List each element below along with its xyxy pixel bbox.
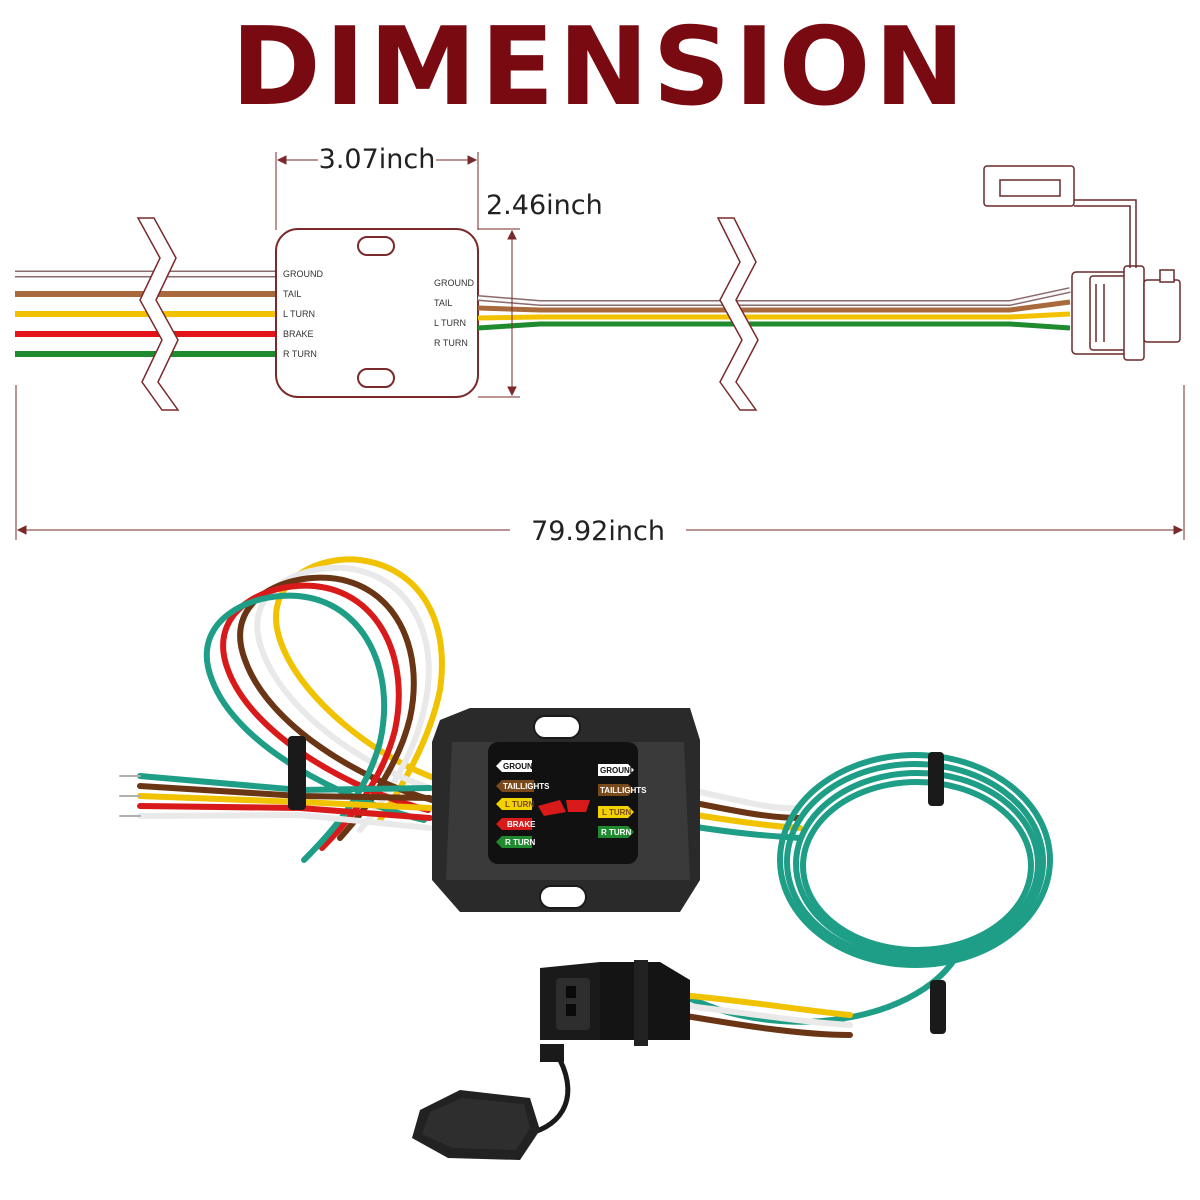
dimension-width [275, 152, 479, 230]
svg-text:BRAKE: BRAKE [283, 329, 314, 339]
flat-plug [540, 960, 690, 1062]
zip-tie-left [288, 736, 306, 810]
svg-text:R TURN: R TURN [434, 338, 468, 348]
svg-text:GROUND: GROUND [283, 269, 323, 279]
box-labels-left: GROUND TAIL L TURN BRAKE R TURN [283, 269, 323, 359]
svg-text:GROUND: GROUND [503, 762, 539, 771]
connector-cap [983, 165, 1137, 268]
break-mark-left [136, 217, 180, 411]
dimension-height [478, 228, 520, 398]
module-outline [275, 228, 479, 398]
svg-text:GROUND: GROUND [600, 766, 636, 775]
svg-text:R TURN: R TURN [505, 838, 535, 847]
panel-labels-left: GROUND TAILLIGHTS L TURN BRAKE R TURN [496, 760, 550, 848]
svg-text:L TURN: L TURN [602, 808, 631, 817]
brand-logo [538, 800, 590, 816]
output-wire-coil [678, 752, 1053, 1025]
module-body [432, 708, 700, 912]
svg-text:TAILLIGHTS: TAILLIGHTS [503, 782, 550, 791]
svg-text:GROUND: GROUND [434, 278, 474, 288]
connector-plug [1071, 265, 1181, 361]
width-label: 3.07inch [319, 144, 436, 175]
svg-text:TAIL: TAIL [434, 298, 452, 308]
dimension-length [15, 385, 1185, 540]
plug-wires [677, 992, 853, 1038]
svg-text:L TURN: L TURN [283, 309, 315, 319]
svg-text:TAIL: TAIL [283, 289, 301, 299]
svg-text:L TURN: L TURN [505, 800, 534, 809]
panel-labels-right: GROUND TAILLIGHTS L TURN R TURN [598, 764, 647, 838]
input-wire-coil [203, 556, 445, 863]
svg-text:TAILLIGHTS: TAILLIGHTS [600, 786, 647, 795]
svg-text:R TURN: R TURN [601, 828, 631, 837]
svg-text:L TURN: L TURN [434, 318, 466, 328]
dust-cap [412, 1058, 571, 1160]
svg-text:BRAKE: BRAKE [507, 820, 536, 829]
zip-tie-top [928, 752, 944, 806]
length-label: 79.92inch [531, 516, 665, 547]
output-wires [477, 287, 1071, 331]
zip-tie-bottom [930, 980, 946, 1034]
svg-text:R TURN: R TURN [283, 349, 317, 359]
height-label: 2.46inch [486, 190, 603, 221]
box-labels-right: GROUND TAIL L TURN R TURN [434, 278, 474, 348]
page-title: DIMENSION [231, 5, 969, 130]
break-mark-right [716, 217, 759, 411]
